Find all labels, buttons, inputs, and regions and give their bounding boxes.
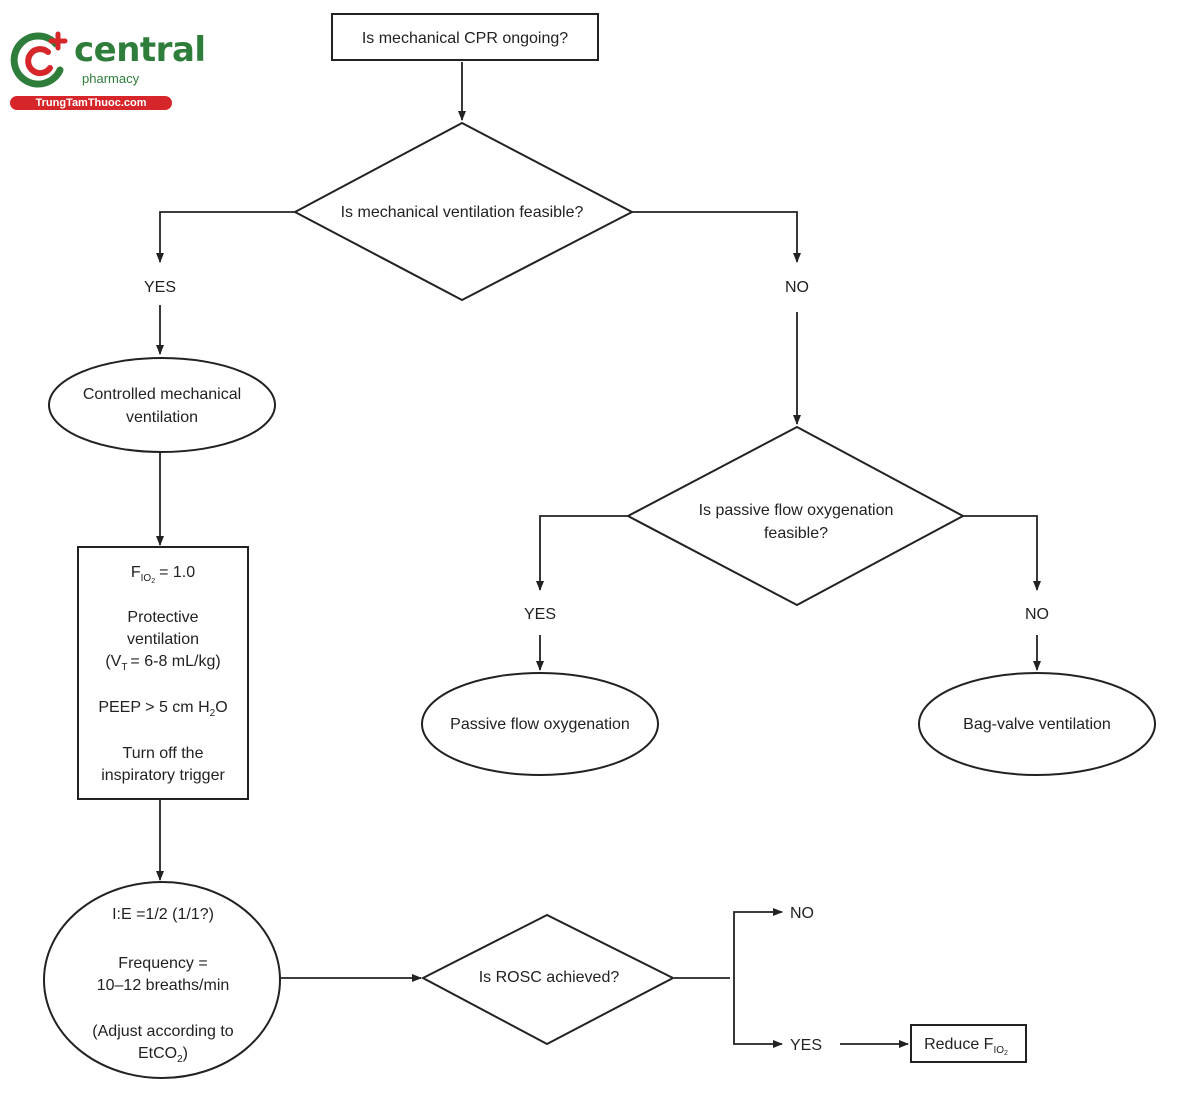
- node-bag-valve-ventilation: Bag-valve ventilation: [918, 672, 1156, 776]
- node-controlled-ventilation: Controlled mechanical ventilation: [48, 357, 276, 453]
- node-controlled-ventilation-line2: ventilation: [126, 409, 198, 426]
- edge-rosc-yes: [733, 978, 783, 1048]
- node-ventilator-settings: FIO2= 1.0 Protective ventilation (VT= 6-…: [77, 546, 249, 800]
- node-adjust-line2: EtCO2): [138, 1045, 188, 1065]
- central-pharmacy-logo-icon: [10, 31, 68, 88]
- edge-passive-yes: [536, 515, 628, 591]
- edge-rosc-no: [733, 908, 783, 978]
- node-adjust-line1: (Adjust according to: [92, 1023, 234, 1040]
- node-mech-vent-feasible: Is mechanical ventilation feasible?: [292, 121, 635, 302]
- node-reduce-fio2: Reduce FIO2: [910, 1024, 1027, 1063]
- label-yes-rosc: YES: [790, 1037, 822, 1054]
- label-no-rosc: NO: [790, 905, 814, 922]
- logo-website: TrungTamThuoc.com: [10, 96, 172, 110]
- logo-tagline: pharmacy: [82, 71, 140, 86]
- node-rosc: Is ROSC achieved?: [420, 913, 676, 1046]
- node-mech-vent-feasible-label: Is mechanical ventilation feasible?: [341, 204, 584, 221]
- node-passive-feasible: Is passive flow oxygenation feasible?: [625, 425, 966, 607]
- node-reduce-fio2-label: Reduce FIO2: [924, 1036, 1008, 1057]
- edge-mechvent-no: [630, 211, 801, 263]
- node-frequency-line1: Frequency =: [118, 955, 207, 972]
- node-mechanical-cpr: Is mechanical CPR ongoing?: [331, 13, 599, 61]
- edge-mechvent-yes: [156, 211, 295, 263]
- setting-protective-line1: Protective: [127, 609, 198, 626]
- node-ie-ratio: I:E =1/2 (1/1?): [112, 906, 214, 923]
- node-frequency-line2: 10–12 breaths/min: [97, 977, 230, 994]
- setting-fio2: FIO2= 1.0: [131, 564, 195, 585]
- node-passive-feasible-line1: Is passive flow oxygenation: [699, 502, 894, 519]
- setting-protective-line2: ventilation: [127, 631, 199, 648]
- flowchart-connectors: [156, 62, 1041, 1048]
- node-mechanical-cpr-label: Is mechanical CPR ongoing?: [362, 30, 568, 47]
- node-passive-flow-oxygenation: Passive flow oxygenation: [421, 672, 659, 776]
- setting-peep: PEEP > 5 cm H2O: [98, 699, 227, 719]
- label-no-mech-vent: NO: [785, 279, 809, 296]
- edge-passive-no: [963, 515, 1041, 591]
- label-yes-passive: YES: [524, 606, 556, 623]
- setting-tidal-volume: (VT= 6-8 mL/kg): [105, 653, 220, 673]
- node-passive-flow-oxygenation-label: Passive flow oxygenation: [450, 716, 630, 733]
- label-yes-mech-vent: YES: [144, 279, 176, 296]
- node-passive-feasible-line2: feasible?: [764, 525, 828, 542]
- logo-name: central: [74, 30, 206, 70]
- central-pharmacy-logo: central pharmacy TrungTamThuoc.com: [10, 30, 206, 112]
- label-no-passive: NO: [1025, 606, 1049, 623]
- setting-trigger-line1: Turn off the: [123, 745, 204, 762]
- node-rosc-label: Is ROSC achieved?: [479, 969, 620, 986]
- setting-trigger-line2: inspiratory trigger: [101, 767, 225, 784]
- node-controlled-ventilation-line1: Controlled mechanical: [83, 386, 241, 403]
- node-ie-frequency: I:E =1/2 (1/1?) Frequency = 10–12 breath…: [43, 881, 281, 1079]
- node-bag-valve-ventilation-label: Bag-valve ventilation: [963, 716, 1111, 733]
